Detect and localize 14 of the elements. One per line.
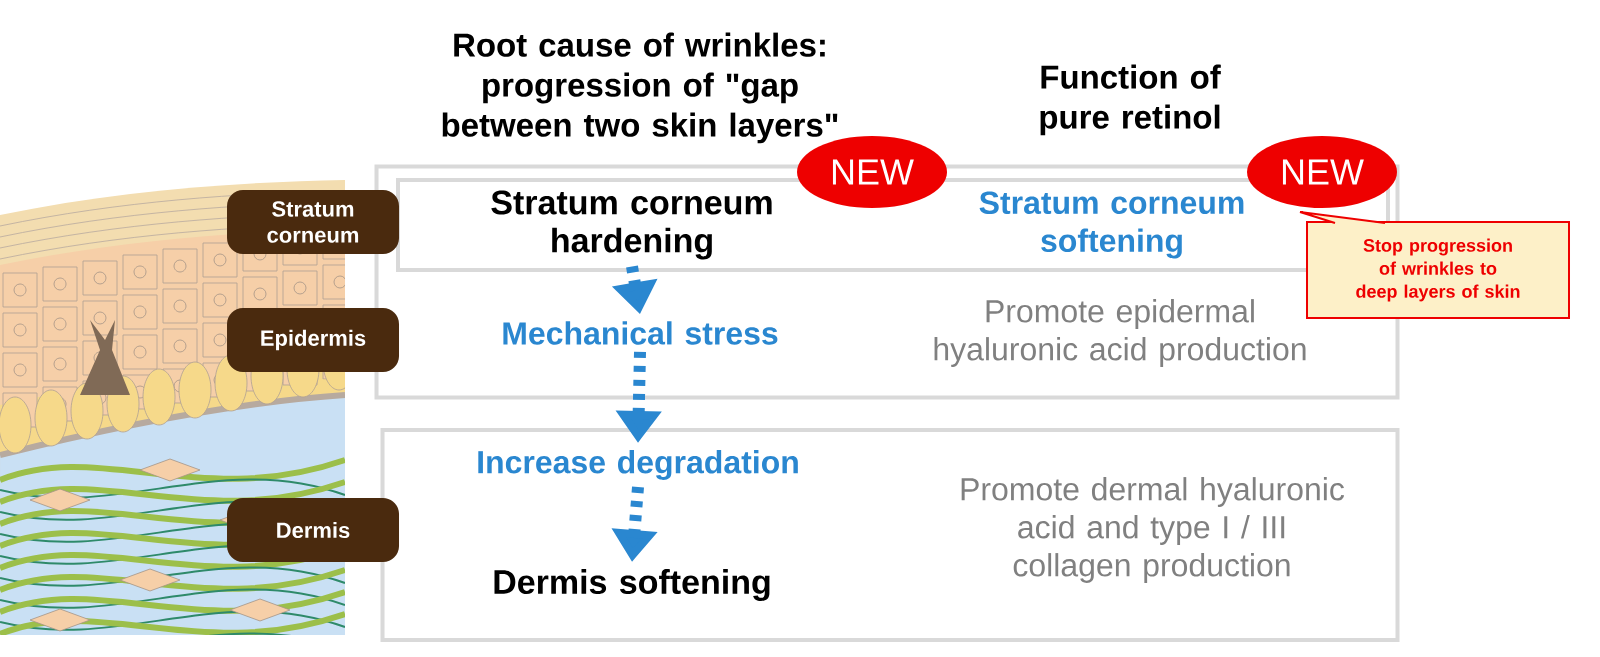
- layer-label: Epidermis: [227, 308, 399, 372]
- step-text: Stratum corneum hardening: [491, 190, 772, 260]
- layer-label: Dermis: [227, 498, 399, 562]
- new-badge: NEW: [797, 136, 947, 208]
- callout-box: Stop progression of wrinkles to deep layers of skin: [1299, 211, 1570, 319]
- step-text: Dermis softening: [494, 569, 770, 601]
- layer-label: Stratum corneum: [227, 190, 399, 254]
- new-badge: NEW: [1247, 136, 1397, 208]
- step-text: Stratum corneum softening: [979, 191, 1244, 259]
- panel-box: [380, 428, 1400, 642]
- effect-text: Promote dermal hyaluronic acid and type I / III collagen production: [961, 477, 1345, 583]
- column-heading: Function of pure retinol: [1040, 64, 1221, 136]
- step-text: Increase degradation: [478, 450, 798, 480]
- step-text: Mechanical stress: [503, 321, 778, 345]
